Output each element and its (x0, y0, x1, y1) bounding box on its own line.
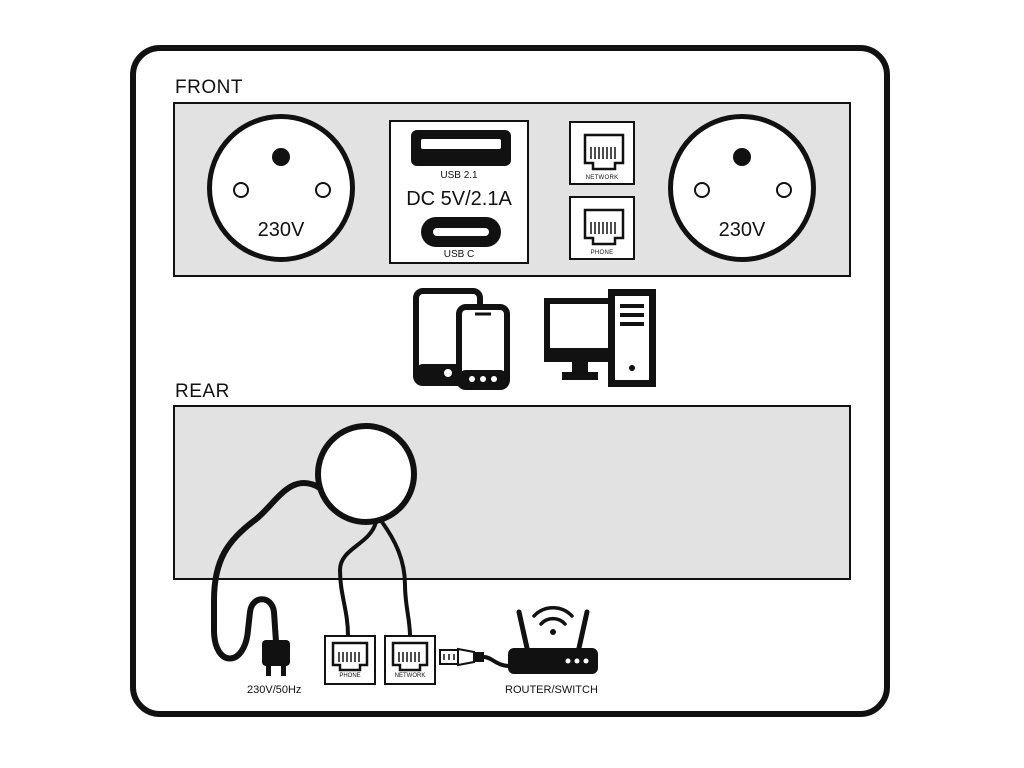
phone-jack-label: PHONE (590, 250, 614, 256)
socket-right: 230V (668, 114, 816, 262)
front-label: FRONT (175, 77, 243, 98)
network-jack-rear-label: NETWORK (394, 673, 426, 679)
wifi-icon (532, 606, 574, 635)
socket-right-voltage: 230V (718, 219, 766, 241)
power-cable (211, 480, 323, 662)
phone-jack-rear-label: PHONE (339, 673, 361, 679)
router-label: ROUTER/SWITCH (505, 684, 598, 696)
usb-c-label: USB C (443, 249, 475, 260)
socket-pin-icon (315, 182, 331, 198)
phone-cable (337, 520, 378, 638)
dc-output-label: DC 5V/2.1A (406, 188, 512, 210)
rear-label: REAR (175, 381, 230, 402)
rj45-port-icon (583, 133, 625, 171)
desktop-computer-icon (544, 289, 656, 387)
patch-cable (483, 655, 511, 668)
phone-jack-rear (324, 635, 376, 685)
usb-a-label: USB 2.1 (440, 170, 478, 181)
rj45-connector-icon (439, 647, 484, 667)
earth-pin-icon (733, 148, 751, 166)
usb-a-port-icon (411, 130, 511, 166)
socket-pin-icon (233, 182, 249, 198)
plug-label: 230V/50Hz (247, 684, 302, 696)
socket-left: 230V (207, 114, 355, 262)
smartphone-icon (456, 304, 510, 390)
network-jack-label: NETWORK (585, 175, 619, 181)
phone-jack-front: PHONE (569, 196, 635, 260)
earth-pin-icon (272, 148, 290, 166)
power-plug-icon (262, 640, 290, 676)
network-cable (380, 520, 412, 638)
network-jack-rear (384, 635, 436, 685)
network-jack-front: NETWORK (569, 121, 635, 185)
socket-pin-icon (776, 182, 792, 198)
cable-hub (315, 423, 417, 525)
rj11-port-icon (583, 208, 625, 246)
usb-c-port-icon (421, 217, 501, 247)
socket-left-voltage: 230V (257, 219, 305, 241)
usb-module: USB 2.1 DC 5V/2.1A USB C (389, 120, 529, 264)
socket-pin-icon (694, 182, 710, 198)
router-icon (508, 609, 598, 674)
